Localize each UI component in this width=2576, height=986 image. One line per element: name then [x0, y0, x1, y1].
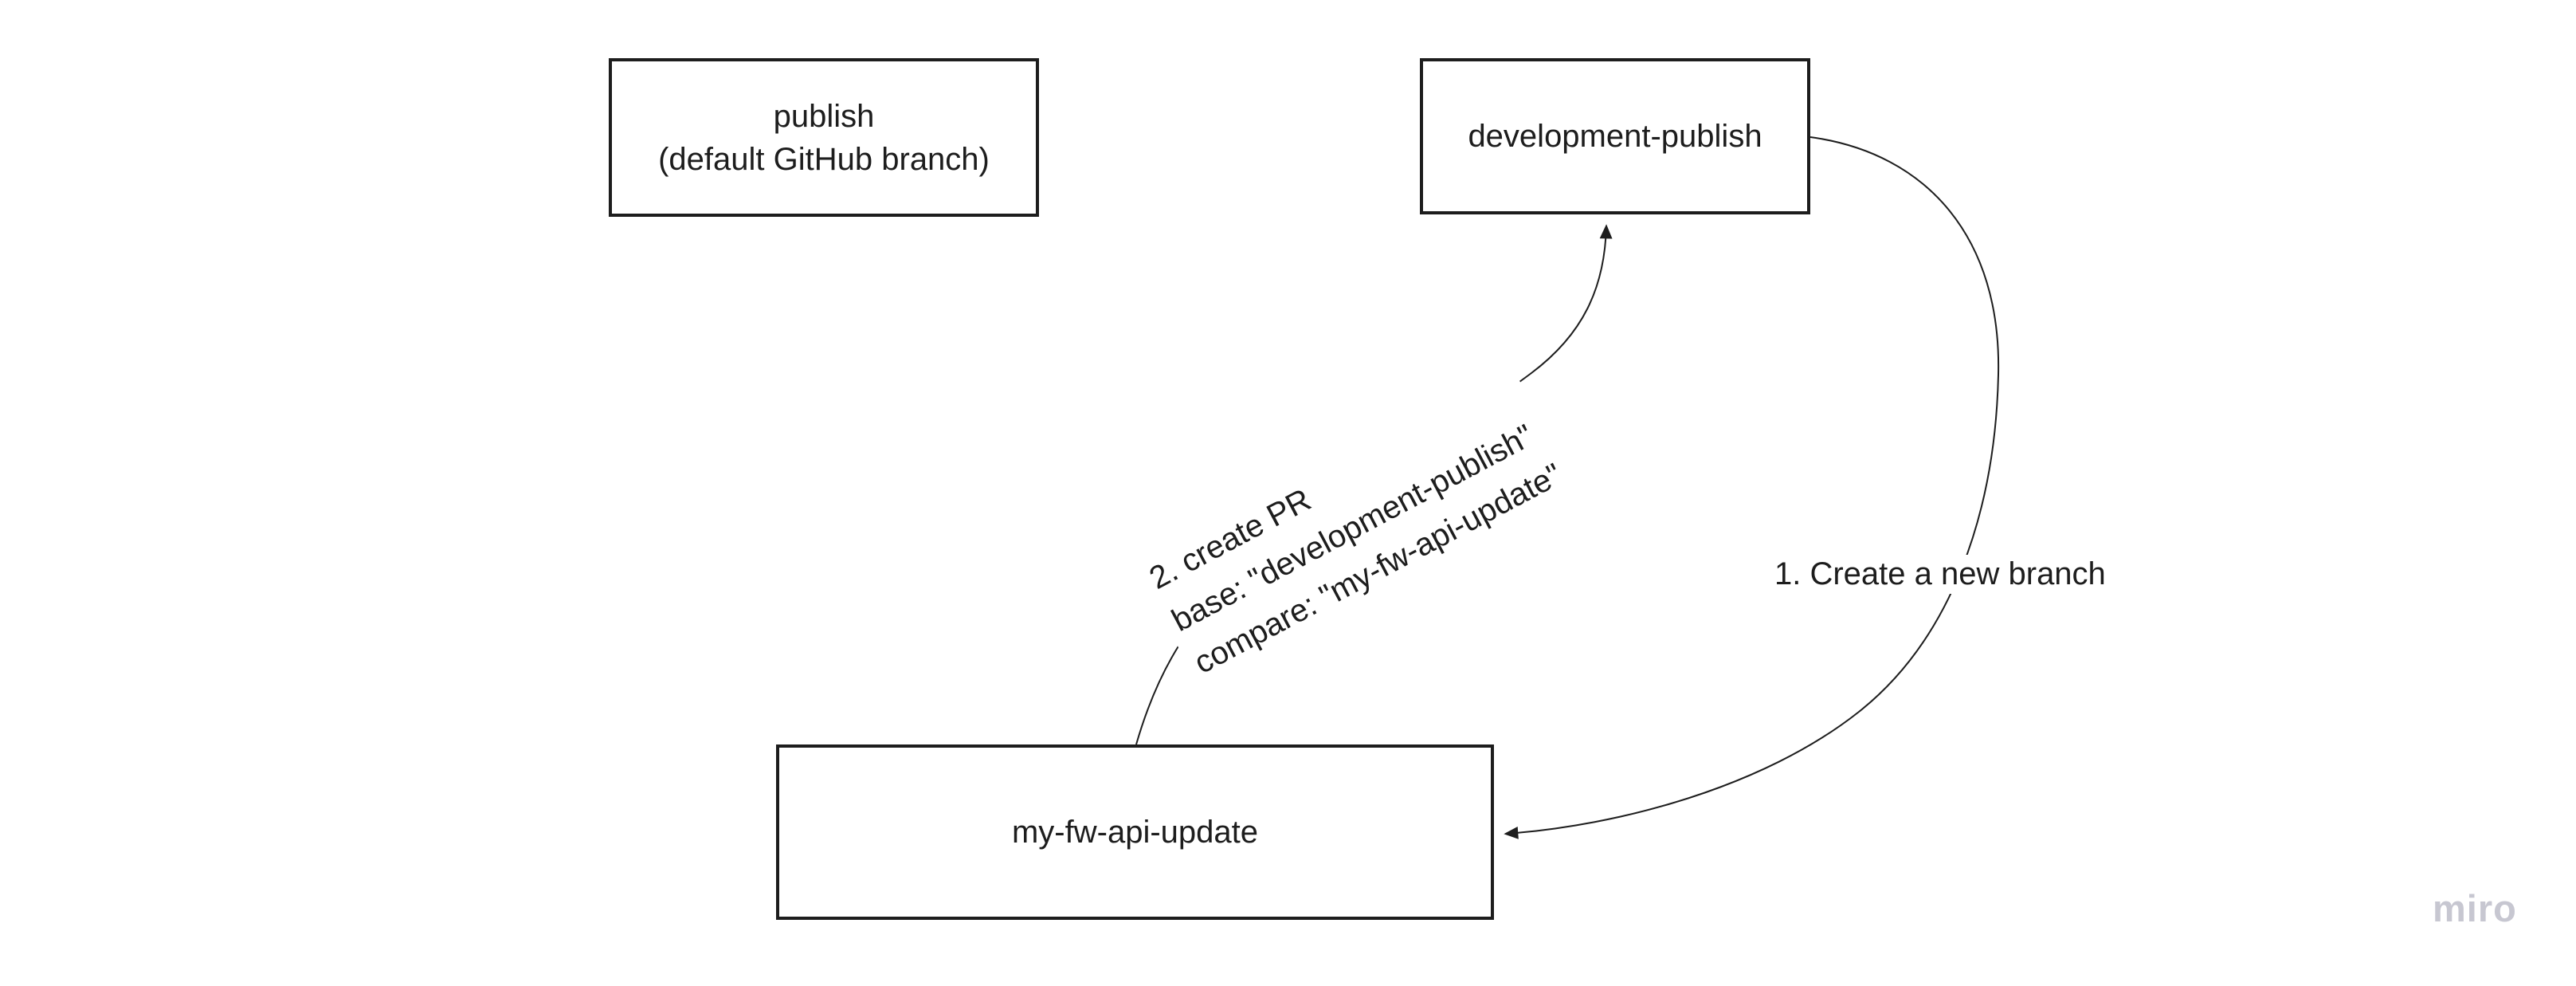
edge-label-create-branch[interactable]: 1. Create a new branch — [1766, 555, 2114, 594]
miro-watermark-logo: miro — [2433, 887, 2517, 929]
node-development-publish[interactable]: development-publish — [1420, 58, 1810, 214]
node-development-publish-label: development-publish — [1468, 119, 1762, 154]
node-publish-label-line2: (default GitHub branch) — [658, 141, 990, 177]
node-my-fw-api-update[interactable]: my-fw-api-update — [776, 744, 1494, 920]
node-my-fw-api-update-label: my-fw-api-update — [1011, 815, 1258, 850]
node-publish[interactable]: publish (default GitHub branch) — [609, 58, 1039, 217]
node-publish-label-line1: publish — [773, 98, 875, 134]
edge-create-branch-curve[interactable] — [1504, 136, 2000, 839]
